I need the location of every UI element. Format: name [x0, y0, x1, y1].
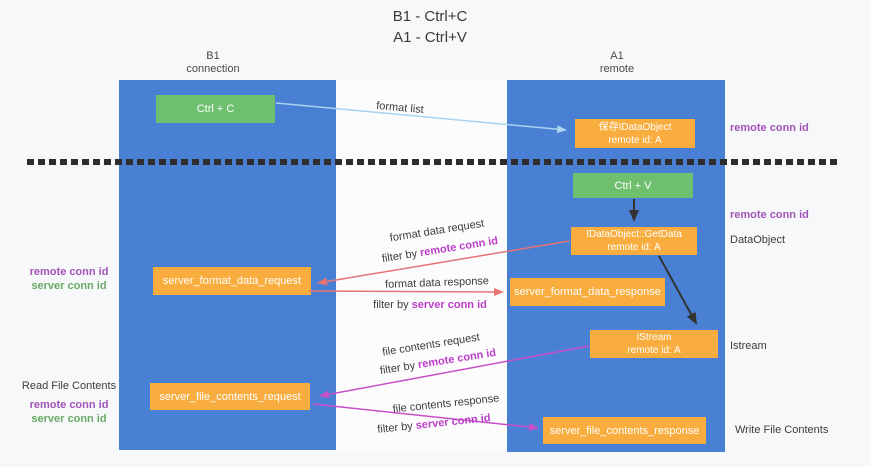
server-format-data-response-label: server_format_data_response [514, 286, 661, 298]
left-server-conn-id-label-2: server conn id [31, 413, 107, 425]
server-format-data-response-box: server_format_data_response [510, 278, 665, 306]
lane-b1-name: B1 [206, 50, 220, 62]
istream-line1: IStream [636, 332, 672, 343]
filter-by-server-conn-id-label-1: filter by server conn id [373, 299, 487, 311]
save-idataobject-line1: 保存IDataObject [598, 121, 672, 133]
diagram-title: B1 - Ctrl+C A1 - Ctrl+V [300, 6, 560, 48]
server-format-data-request-box: server_format_data_request [153, 267, 311, 295]
lane-header-b1: B1 connection [143, 50, 283, 76]
title-line-1: B1 - Ctrl+C [392, 8, 468, 25]
right-remote-conn-id-label-2: remote conn id [730, 209, 809, 221]
server-conn-id-highlight: server conn id [411, 299, 487, 311]
server-file-contents-request-label: server_file_contents_request [159, 390, 301, 403]
lane-a1-role: remote [599, 63, 635, 75]
lane-a1-name: A1 [610, 50, 624, 62]
ctrl-v-label: Ctrl + V [614, 179, 652, 192]
left-remote-conn-id-label-2: remote conn id [29, 399, 109, 411]
istream-side-label: Istream [730, 340, 767, 352]
title-line-2: A1 - Ctrl+V [393, 29, 467, 46]
istream-line2: remote id: A [627, 345, 681, 356]
save-idataobject-box: 保存IDataObject remote id: A [575, 119, 695, 148]
server-file-contents-request-box: server_file_contents_request [150, 383, 310, 410]
server-format-data-request-label: server_format_data_request [162, 275, 302, 287]
left-remote-conn-id-label-1: remote conn id [29, 266, 109, 278]
dataobject-label: DataObject [730, 234, 786, 246]
idataobject-getdata-line1: IDataObject::GetData [586, 229, 682, 240]
session-divider-dashed-line [27, 159, 839, 165]
ctrl-c-label: Ctrl + C [196, 103, 235, 115]
read-file-contents-label: Read File Contents [21, 380, 117, 392]
filter-by-text: filter by [373, 299, 409, 311]
ctrl-v-box: Ctrl + V [573, 173, 693, 198]
write-file-contents-label: Write File Contents [735, 424, 829, 436]
lane-b1-role: connection [186, 63, 240, 75]
right-remote-conn-id-label-1: remote conn id [730, 122, 809, 134]
istream-box: IStream remote id: A [590, 330, 718, 358]
server-file-contents-response-label: server_file_contents_response [549, 424, 700, 437]
left-server-conn-id-label-1: server conn id [31, 280, 107, 292]
lane-header-a1: A1 remote [547, 50, 687, 76]
idataobject-getdata-line2: remote id: A [607, 242, 661, 253]
idataobject-getdata-box: IDataObject::GetData remote id: A [571, 227, 697, 255]
server-file-contents-response-box: server_file_contents_response [543, 417, 706, 444]
save-idataobject-line2: remote id: A [608, 134, 662, 146]
ctrl-c-box: Ctrl + C [156, 95, 275, 123]
